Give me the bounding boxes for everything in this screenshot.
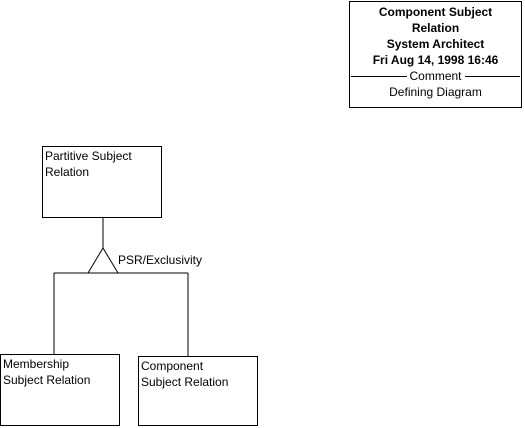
title-line-2: Relation	[411, 21, 460, 35]
relationship-label: PSR/Exclusivity	[118, 253, 203, 267]
comment-separator: Comment	[351, 68, 520, 84]
exclusivity-triangle	[87, 247, 119, 274]
node-membership-subject-relation[interactable]: Membership Subject Relation	[0, 354, 120, 426]
node-partitive-subject-relation[interactable]: Partitive Subject Relation	[42, 146, 162, 218]
node-label: Membership Subject Relation	[3, 357, 91, 387]
node-label: Component Subject Relation	[141, 359, 229, 389]
title-line-1: Component Subject	[378, 5, 493, 19]
node-component-subject-relation[interactable]: Component Subject Relation	[138, 356, 258, 426]
node-label: Partitive Subject Relation	[45, 149, 132, 179]
title-block: Component Subject Relation System Archit…	[349, 1, 522, 108]
author-line: System Architect	[386, 37, 485, 51]
timestamp-line: Fri Aug 14, 1998 16:46	[372, 53, 499, 67]
comment-text: Defining Diagram	[389, 85, 482, 99]
comment-separator-label: Comment	[409, 69, 462, 83]
